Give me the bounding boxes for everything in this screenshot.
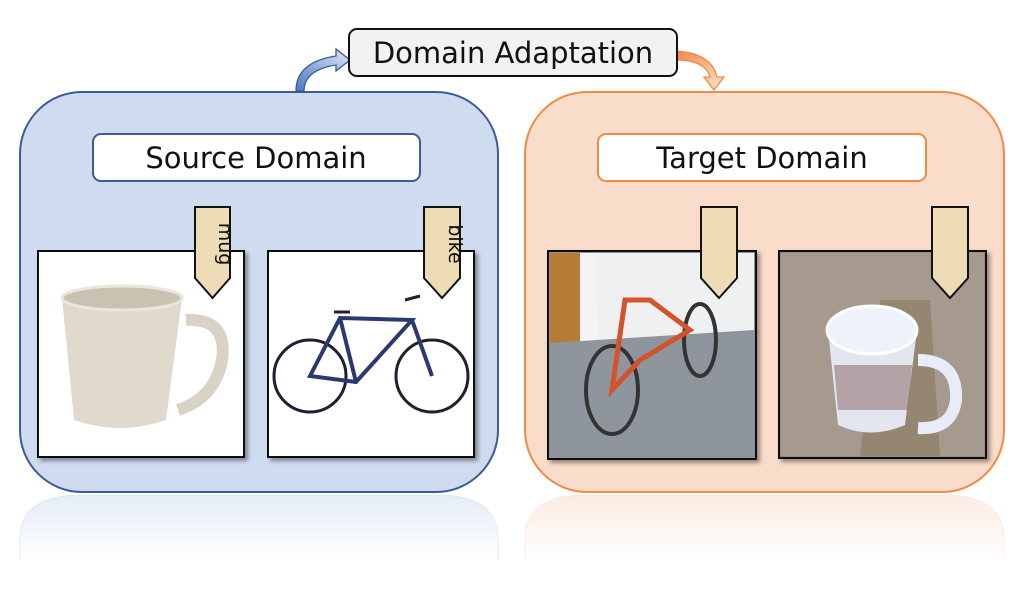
tag-label-bike: bike [444,224,466,263]
target-domain-label: Target Domain [655,141,867,175]
arrow-adaptation-to-target-icon [677,50,726,92]
target-reflection [524,494,1005,560]
tag-unlabeled-mug [931,206,969,300]
tag-label-mug: mug [214,223,236,266]
bike-drawing [272,294,470,414]
source-label-box [92,133,421,182]
title: Domain Adaptation [373,36,653,70]
source-reflection [19,494,499,560]
office-bike-drawing [550,253,754,457]
source-domain-label: Source Domain [145,141,366,175]
arrow-source-to-adaptation-icon [295,47,352,92]
target-label-box [597,133,927,182]
tag-mug: mug [194,206,236,300]
tag-unlabeled-bike [700,206,738,300]
tag-bike: bike [423,206,466,300]
title-box [348,28,678,77]
mug-drawing [60,284,229,428]
